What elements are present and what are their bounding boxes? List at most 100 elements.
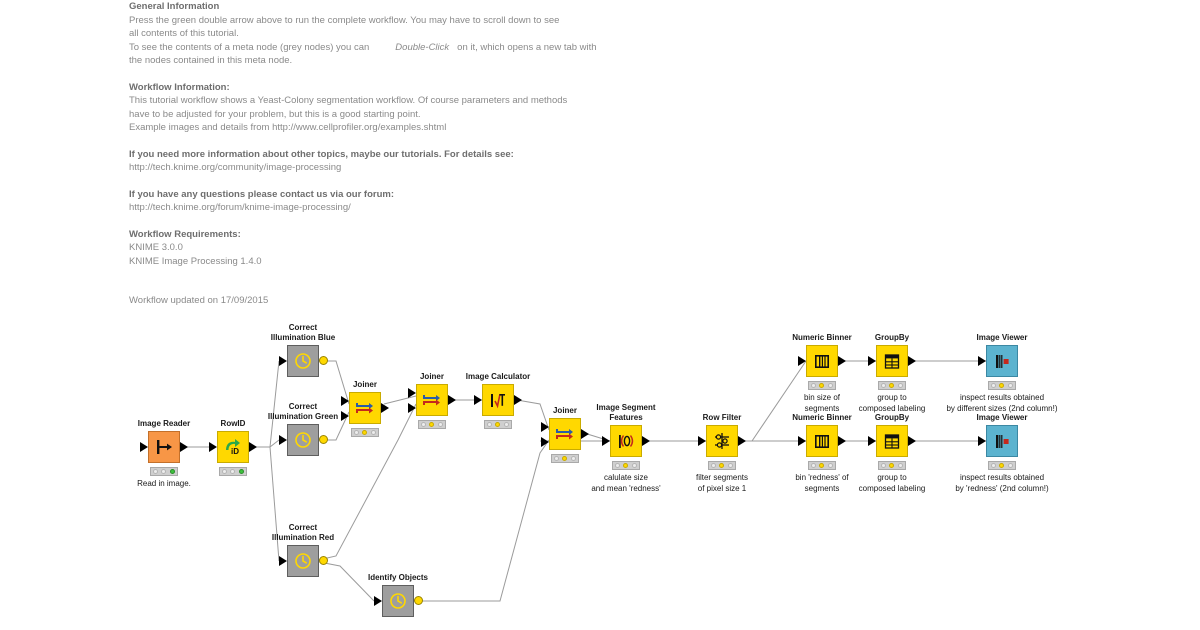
image-viewer-icon [986, 345, 1018, 377]
node-image-viewer-redness-label: Image Viewer [976, 413, 1028, 422]
metanode-doubleclick-emphasis: Double-Click [395, 41, 450, 53]
status-led-idle [420, 422, 426, 427]
status-led-executed [571, 456, 577, 461]
status-led-configured [495, 422, 501, 427]
node-correct-illumination-blue-label-line1: Correct [288, 323, 318, 332]
meta-node-icon [382, 585, 414, 617]
status-led-configured [562, 456, 568, 461]
image-viewer-icon [986, 425, 1018, 457]
port-out [838, 436, 846, 446]
desc-line-2: segments [804, 483, 840, 493]
status-led-idle [810, 383, 816, 388]
rowid-icon: iD [217, 431, 249, 463]
node-numeric-binner-size-description: bin size of segments [734, 393, 910, 414]
general-information-heading: General Information [129, 1, 220, 12]
port-out-metanode [319, 556, 328, 565]
port-in [140, 442, 148, 452]
node-status-indicator [219, 467, 247, 476]
status-led-executed [632, 463, 638, 468]
node-correct-illumination-green-label-line2: Illumination Green [267, 412, 339, 421]
edge-rowid-to-ci-green [269, 439, 280, 448]
node-rowid-label: RowID [220, 419, 246, 428]
port-in [602, 436, 610, 446]
port-in [279, 556, 287, 566]
status-led-idle [614, 463, 620, 468]
port-out [738, 436, 746, 446]
node-numeric-binner-redness-description: bin 'redness' of segments [734, 473, 910, 494]
node-correct-illumination-green-label-line1: Correct [288, 402, 318, 411]
port-in [279, 435, 287, 445]
status-led-executed [828, 383, 834, 388]
port-in-bottom [341, 411, 349, 421]
port-in [798, 356, 806, 366]
general-information-metanode-line-2: the nodes contained in this meta node. [129, 55, 293, 66]
desc-line-2: composed labeling [858, 403, 926, 413]
joiner-icon [349, 392, 381, 424]
node-status-indicator [551, 454, 579, 463]
node-image-segment-features-label-line1: Image Segment [596, 403, 656, 412]
node-row-filter-description: filter segments of pixel size 1 [634, 473, 810, 494]
node-status-indicator [988, 381, 1016, 390]
status-led-configured [429, 422, 435, 427]
port-out [249, 442, 257, 452]
meta-node-icon [287, 545, 319, 577]
status-led-idle [990, 463, 996, 468]
node-correct-illumination-red-label-line2: Illumination Red [271, 533, 335, 542]
status-led-idle [353, 430, 359, 435]
desc-line-1: group to [877, 473, 907, 482]
node-image-viewer-size-description: inspect results obtained by different si… [914, 393, 1090, 414]
edge-rowid-to-ci-blue [269, 360, 280, 448]
requirement-knime-version: KNIME 3.0.0 [129, 242, 183, 253]
status-led-configured [889, 463, 895, 468]
status-led-idle [152, 469, 158, 474]
status-led-configured [719, 463, 725, 468]
port-in [798, 436, 806, 446]
port-out [908, 356, 916, 366]
port-in-top [408, 388, 416, 398]
desc-line-2: by 'redness' (2nd column!) [955, 483, 1049, 493]
status-led-executed [371, 430, 377, 435]
status-led-configured [889, 383, 895, 388]
node-groupby-size-description: group to composed labeling [804, 393, 980, 414]
status-led-idle [221, 469, 227, 474]
edge-rowid-to-ci-red [269, 446, 280, 562]
node-joiner-1-label: Joiner [352, 380, 377, 389]
status-led-idle [710, 463, 716, 468]
status-led-configured [999, 383, 1005, 388]
node-image-viewer-redness-description: inspect results obtained by 'redness' (2… [914, 473, 1090, 494]
status-led-configured [819, 463, 825, 468]
node-status-indicator [612, 461, 640, 470]
node-correct-illumination-red-label-line1: Correct [288, 523, 318, 532]
port-in [978, 356, 986, 366]
status-led-executed [898, 463, 904, 468]
numeric-binner-icon [806, 425, 838, 457]
desc-line-1: bin 'redness' of [795, 473, 849, 482]
node-image-reader-description: Read in image. [137, 479, 191, 488]
node-joiner-3-label: Joiner [552, 406, 577, 415]
port-out [838, 356, 846, 366]
image-calculator-icon [482, 384, 514, 416]
groupby-icon [876, 345, 908, 377]
port-out [381, 403, 389, 413]
node-row-filter-label: Row Filter [702, 413, 742, 422]
node-groupby-redness-label: GroupBy [874, 413, 910, 422]
meta-node-icon [287, 345, 319, 377]
general-information-line-1: Press the green double arrow above to ru… [129, 14, 560, 26]
node-status-indicator [808, 461, 836, 470]
status-led-executed [898, 383, 904, 388]
workflow-information-line-1: This tutorial workflow shows a Yeast-Col… [129, 95, 568, 106]
node-status-indicator [150, 467, 178, 476]
node-joiner-2-label: Joiner [419, 372, 444, 381]
edge-calculator-to-joiner3 [516, 399, 550, 431]
requirements-heading: Workflow Requirements: [129, 228, 241, 240]
desc-line-1: filter segments [695, 473, 749, 482]
workflow-annotation: General Information Press the green doub… [129, 0, 609, 308]
general-information-metanode-line: To see the contents of a meta node (grey… [129, 41, 609, 55]
port-in [978, 436, 986, 446]
status-led-idle [810, 463, 816, 468]
port-in-top [541, 422, 549, 432]
workflow-information-line-2: have to be adjusted for your problem, bu… [129, 108, 421, 120]
